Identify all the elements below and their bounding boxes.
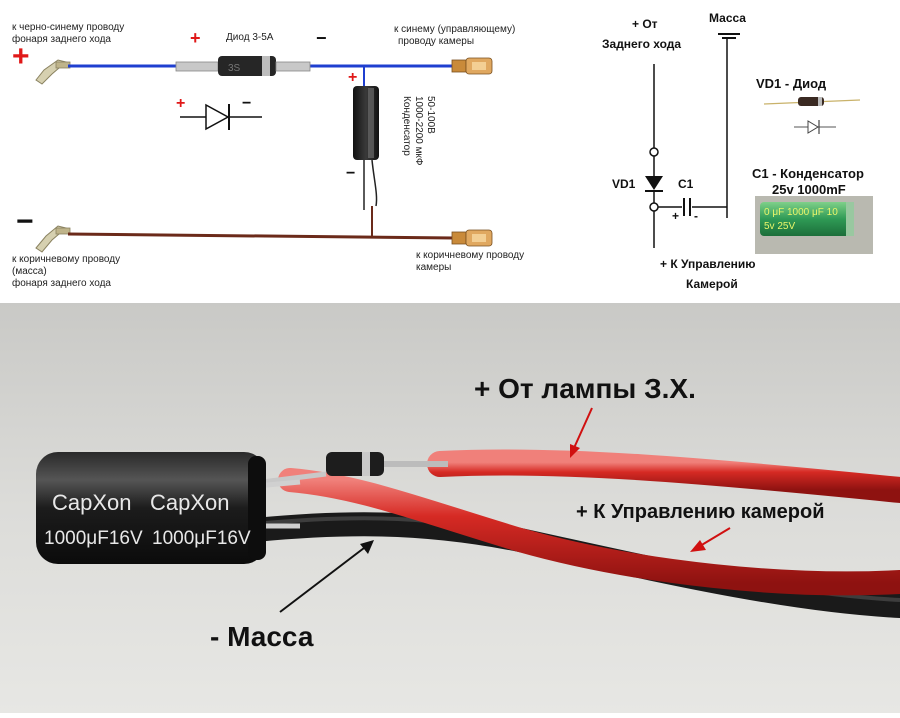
diode-symbol bbox=[180, 103, 262, 131]
blue-wire-label-1: к черно-синему проводу bbox=[12, 22, 124, 33]
c1-label: C1 bbox=[678, 177, 694, 191]
to-camera-label-2: Камерой bbox=[686, 277, 738, 291]
legend-diode-title: VD1 - Диод bbox=[756, 76, 827, 91]
spade-terminal-top-left bbox=[35, 59, 71, 85]
arrow-to-ground-wire bbox=[279, 540, 374, 613]
red-wire-camera bbox=[278, 468, 900, 596]
photo-diode bbox=[326, 452, 384, 476]
lamp-label: + От лампы З.Х. bbox=[474, 373, 696, 404]
component-legend: VD1 - Диод С1 - Конденсатор 25v 1000mF 0… bbox=[752, 76, 873, 254]
c1-minus-label: - bbox=[694, 209, 698, 223]
photo-capacitor: CapXon CapXon 1000μF16V 1000μF16V bbox=[36, 452, 266, 564]
cap-value-2: 1000μF16V bbox=[152, 528, 251, 549]
symbol-minus-sign: − bbox=[242, 95, 251, 112]
cap-label-1: Конденсатор bbox=[401, 96, 412, 156]
legend-cap-print-2: 5v 25V bbox=[764, 221, 795, 232]
legend-cap-print-1: 0 μF 1000 μF 10 bbox=[764, 207, 838, 218]
camera-ctrl-label-1: к синему (управляющему) bbox=[394, 24, 515, 35]
circuit-schematic: + От Заднего хода Масса VD1 C1 + - + К У… bbox=[602, 11, 756, 291]
legend-diode-photo bbox=[763, 97, 861, 106]
c1-plus-label: + bbox=[672, 209, 679, 223]
diode-label: Диод 3-5А bbox=[226, 32, 274, 43]
cap-plus-sign: + bbox=[348, 69, 357, 86]
cap-lead-2 bbox=[371, 159, 378, 207]
arrow-to-lamp-wire bbox=[570, 407, 593, 458]
spade-terminal-bottom-left bbox=[35, 225, 71, 253]
cap-value-1: 1000μF16V bbox=[44, 528, 143, 549]
legend-cap-title-2: 25v 1000mF bbox=[772, 182, 846, 197]
assembly-photo: CapXon CapXon 1000μF16V 1000μF16V + От л… bbox=[0, 303, 900, 713]
legend-cap-title-1: С1 - Конденсатор bbox=[752, 166, 864, 181]
camera-brown-label-1: к коричневому проводу bbox=[416, 250, 524, 261]
to-camera-label-1: + К Управлению bbox=[660, 257, 756, 271]
diode-component: 3S bbox=[175, 56, 311, 76]
from-reverse-label-1: + От bbox=[632, 17, 658, 31]
ground-photo-label: - Масса bbox=[210, 621, 314, 652]
vd1-label: VD1 bbox=[612, 177, 636, 191]
spade-terminal-bottom-right bbox=[451, 229, 493, 247]
cap-label-group: Конденсатор 1000-2200 мкФ 50-100В bbox=[401, 96, 436, 166]
spade-terminal-top-right bbox=[451, 57, 493, 75]
symbol-plus-sign: + bbox=[176, 95, 185, 112]
brown-label-2: (масса) bbox=[12, 266, 47, 277]
node-bottom bbox=[649, 202, 659, 212]
from-reverse-label-2: Заднего хода bbox=[602, 37, 681, 51]
svg-text:3S: 3S bbox=[228, 63, 241, 74]
vd1-symbol bbox=[645, 176, 663, 190]
photo-diode-band bbox=[362, 452, 370, 476]
camera-brown-label-2: камеры bbox=[416, 262, 451, 273]
wiring-diagram: + − к черно-синему проводу фонаря заднег… bbox=[12, 22, 524, 289]
left-minus-sign: − bbox=[16, 205, 34, 238]
brown-wire bbox=[67, 232, 455, 240]
cap-brand-2: CapXon bbox=[150, 490, 230, 515]
legend-diode-symbol bbox=[794, 120, 836, 134]
cap-minus-sign: − bbox=[346, 165, 355, 182]
diode-lead bbox=[261, 471, 327, 485]
camera-label: + К Управлению камерой bbox=[576, 501, 825, 523]
cap-label-3: 50-100В bbox=[425, 96, 436, 134]
legend-cap-photo: 0 μF 1000 μF 10 5v 25V bbox=[755, 196, 873, 254]
brown-label-3: фонаря заднего хода bbox=[12, 277, 111, 289]
arrow-to-camera-wire bbox=[690, 527, 731, 552]
diode-minus-sign: − bbox=[316, 28, 327, 48]
node-top bbox=[649, 147, 659, 157]
cap-brand-1: CapXon bbox=[52, 490, 132, 515]
ground-label: Масса bbox=[709, 11, 746, 25]
blue-wire-label-2: фонаря заднего хода bbox=[12, 33, 111, 45]
diode-plus-sign: + bbox=[190, 28, 201, 48]
electrolytic-capacitor bbox=[353, 86, 379, 160]
red-wire-lamp bbox=[427, 449, 900, 503]
cap-label-2: 1000-2200 мкФ bbox=[413, 96, 424, 166]
left-plus-sign: + bbox=[12, 40, 30, 73]
brown-label-1: к коричневому проводу bbox=[12, 254, 120, 265]
camera-ctrl-label-2: проводу камеры bbox=[398, 36, 474, 47]
